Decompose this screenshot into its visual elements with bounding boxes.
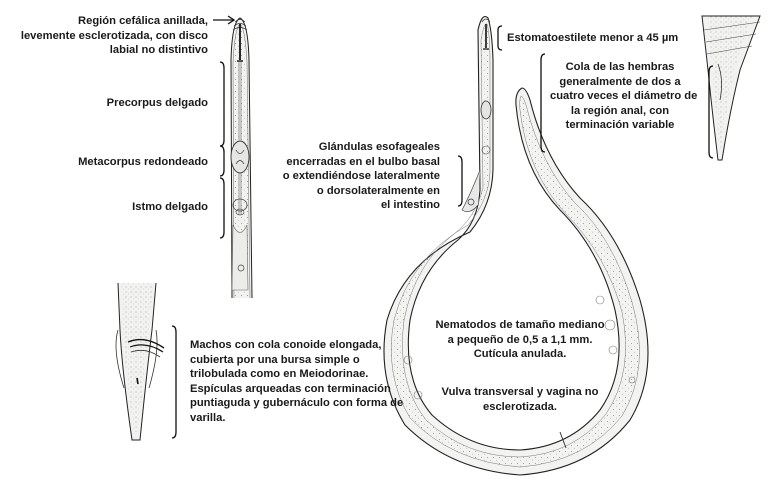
- isthmus-bracket: [220, 178, 224, 238]
- label-size: Nematodos de tamaño mediano a pequeño de…: [420, 318, 620, 362]
- label-vulva: Vulva transversal y vagina no esclerotiz…: [420, 385, 620, 414]
- metacorpus-bulb: [231, 141, 249, 173]
- glands-bracket: [458, 156, 462, 206]
- precorpus-bracket: [220, 62, 224, 146]
- female-tail-drawing: [702, 16, 760, 160]
- label-precorpus: Precorpus delgado: [107, 96, 208, 111]
- label-stylet: Estomatoestilete menor a 45 µm: [507, 31, 678, 46]
- anterior-region-drawing: [231, 18, 252, 298]
- label-tail-female: Cola de las hembras generalmente de dos …: [550, 60, 690, 133]
- male-tail-drawing: [116, 283, 164, 440]
- male-bracket: [172, 326, 176, 438]
- label-male: Machos con cola conoide elongada, cubier…: [190, 338, 403, 425]
- label-metacorpus: Metacorpus redondeado: [78, 155, 208, 170]
- tail-female-bracket: [541, 54, 545, 152]
- metacorpus-bracket: [220, 146, 224, 176]
- label-head-region: Región cefálica anillada, levemente escl…: [21, 14, 208, 58]
- label-isthmus: Istmo delgado: [132, 200, 208, 215]
- label-glands: Glándulas esofageales encerradas en el b…: [283, 140, 440, 213]
- stylet-bracket: [498, 26, 502, 50]
